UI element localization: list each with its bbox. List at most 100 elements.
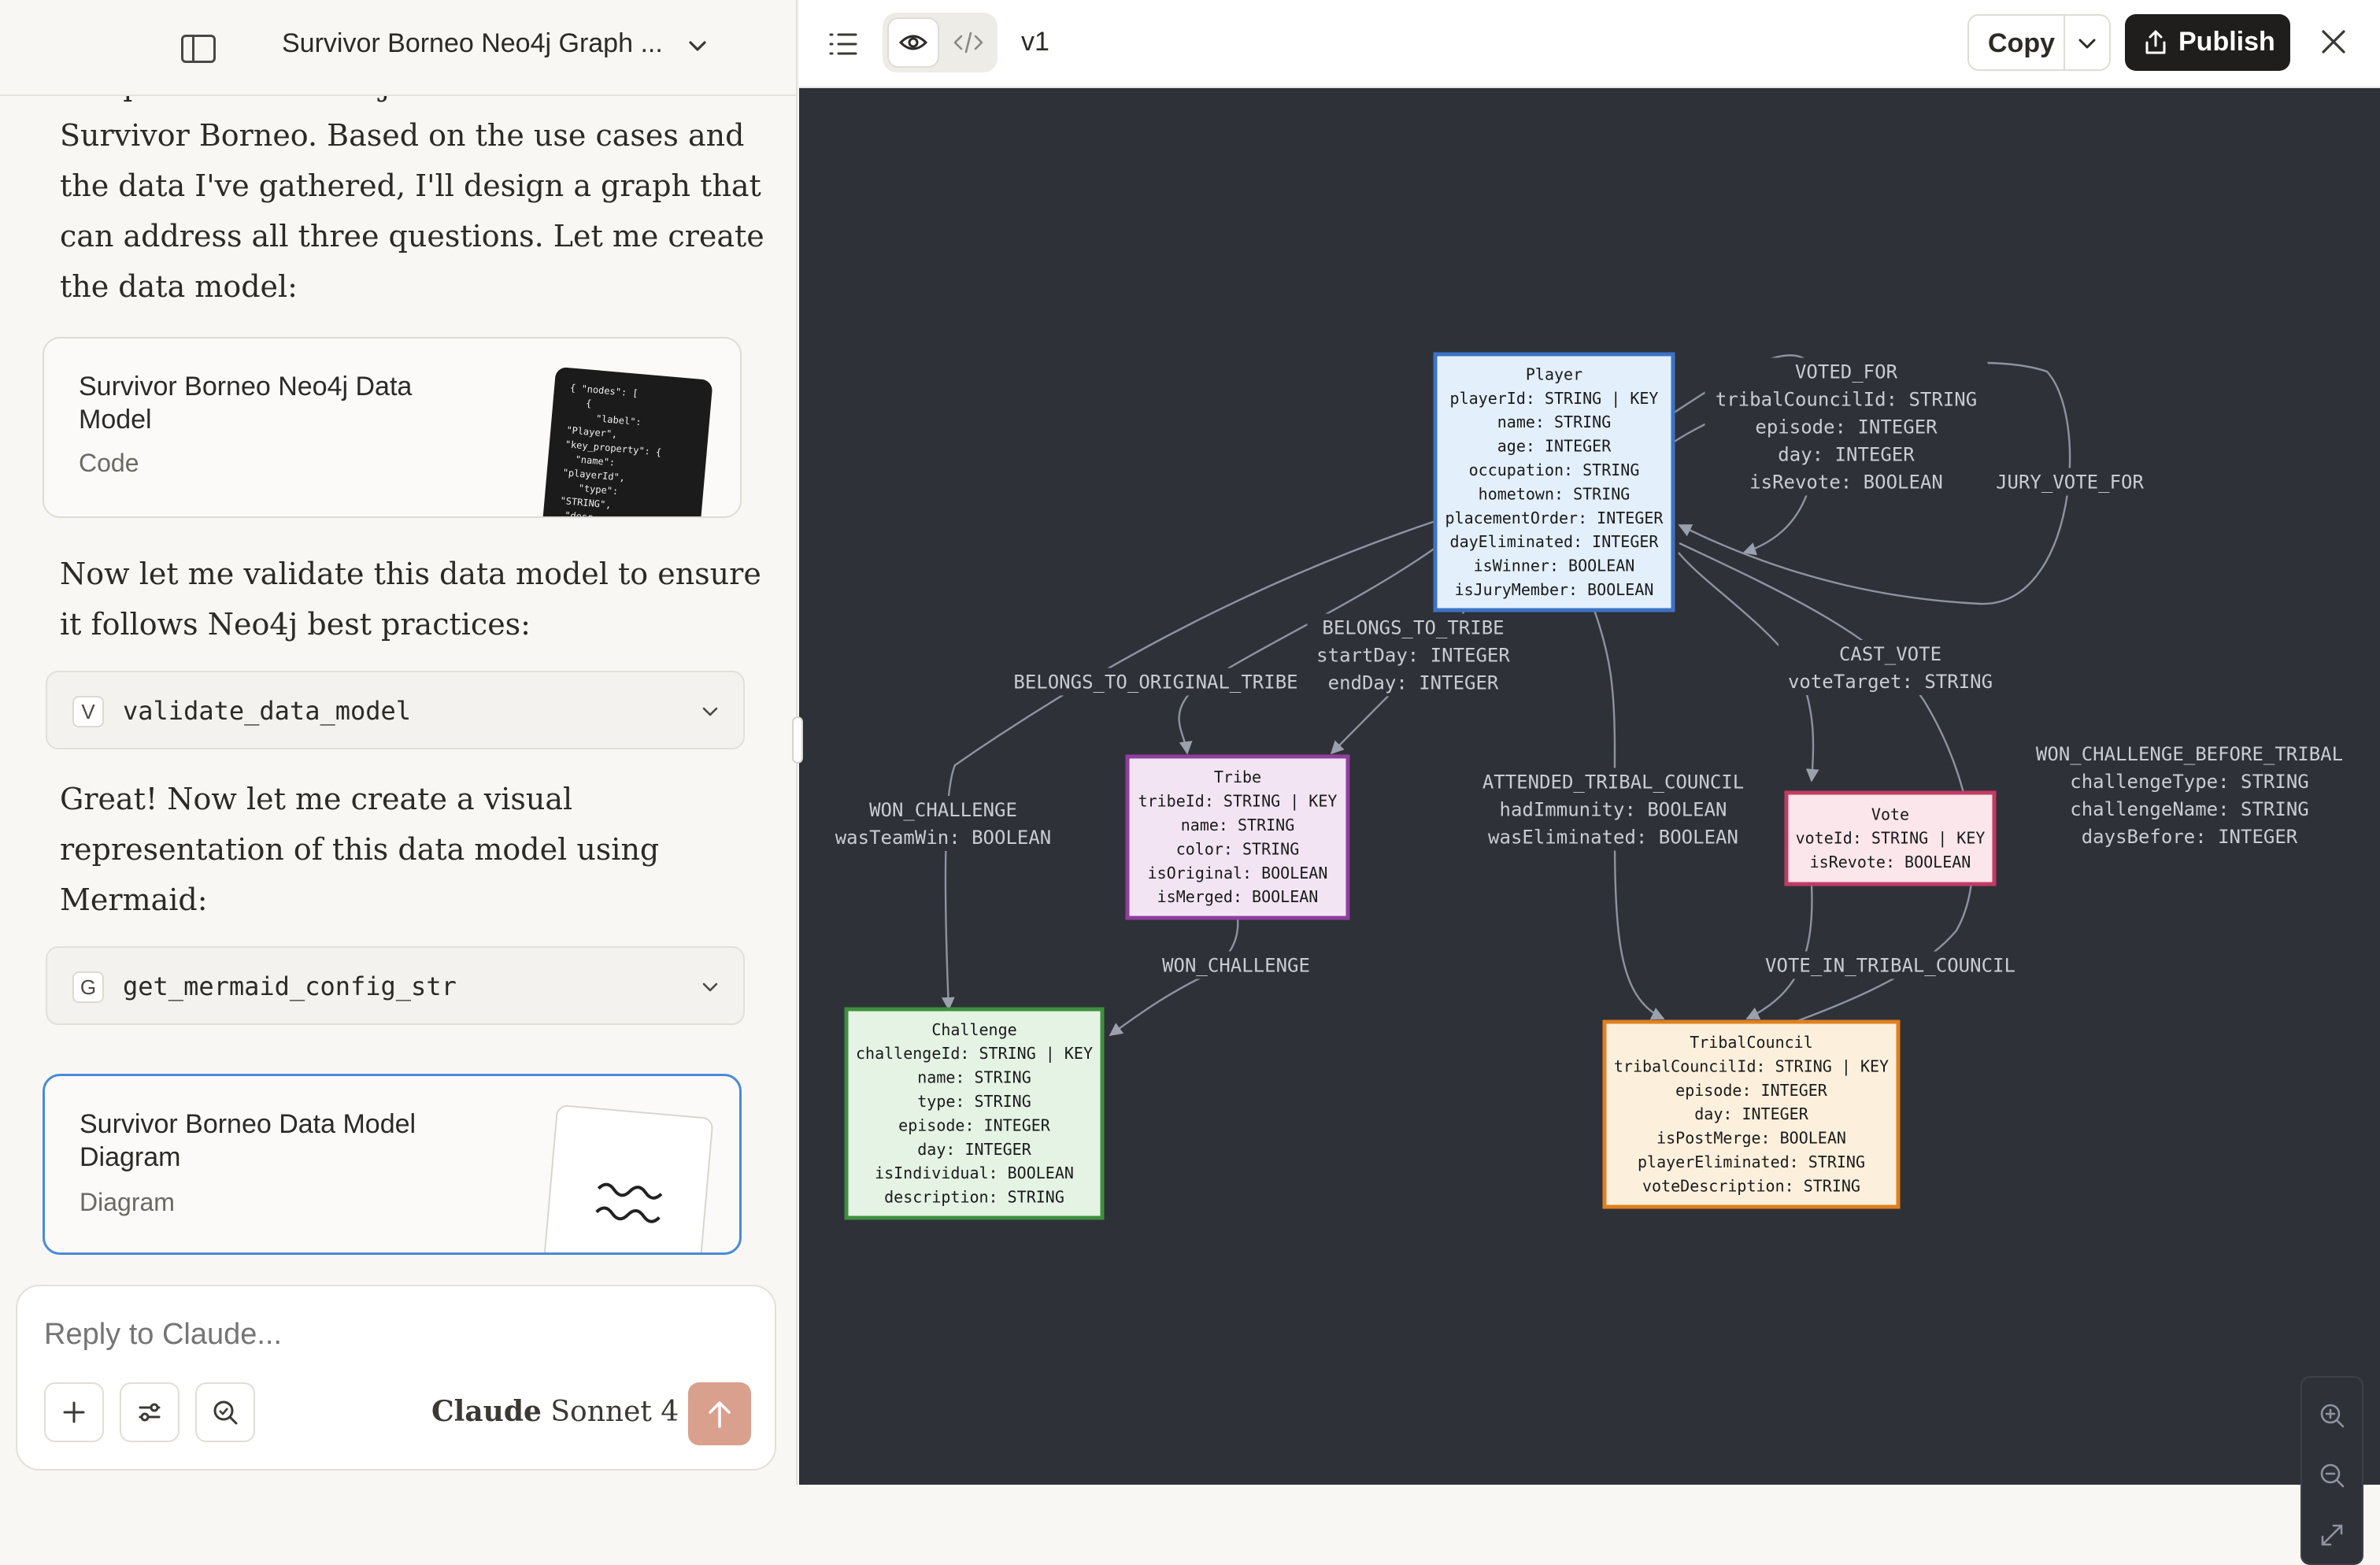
zoom-in-button[interactable]	[2310, 1393, 2354, 1437]
edge-label-property: isRevote: BOOLEAN	[1749, 471, 1943, 493]
assistant-message: Now let me validate this data model to e…	[60, 549, 761, 649]
node-property: challengeId: STRING | KEY	[856, 1044, 1093, 1063]
message-line: Now let me validate this data model to e…	[60, 557, 761, 591]
edge-label-won_before_tribal: WON_CHALLENGE_BEFORE_TRIBALchallengeType…	[2024, 740, 2355, 850]
node-title: Player	[1526, 364, 1582, 383]
chat-panel: Survivor Borneo Neo4j Graph ... comprehe…	[0, 0, 798, 1485]
code-thumbnail: { "nodes": [ { "label": "Player", "key_p…	[540, 366, 713, 516]
list-icon[interactable]	[827, 30, 859, 58]
chevron-down-icon[interactable]	[2076, 35, 2098, 54]
edge-label-won_challenge_tribe: WON_CHALLENGE	[1153, 951, 1319, 979]
edge-label-name: CAST_VOTE	[1839, 643, 1941, 665]
message-line: can address all three questions. Let me …	[60, 219, 764, 253]
edge-label-belongs_to_original: BELONGS_TO_ORIGINAL_TRIBE	[1002, 668, 1309, 696]
message-line: representation of this data model using	[60, 832, 660, 867]
node-box	[1125, 754, 1350, 920]
send-button[interactable]	[688, 1382, 751, 1445]
copy-button[interactable]: Copy	[1988, 28, 2055, 58]
preview-toggle[interactable]	[887, 17, 939, 68]
edge-won-challenge-player	[941, 520, 1436, 1011]
conversation-title[interactable]: Survivor Borneo Neo4j Graph ...	[282, 28, 663, 58]
node-property: name: STRING	[1181, 816, 1295, 834]
arrow-up-icon	[709, 1401, 731, 1428]
node-property: age: INTEGER	[1497, 437, 1612, 456]
node-property: hometown: STRING	[1479, 484, 1630, 503]
node-property: occupation: STRING	[1469, 461, 1640, 479]
sidebar-toggle-icon[interactable]	[181, 35, 216, 63]
chevron-down-icon	[702, 982, 718, 992]
edge-label-name: VOTE_IN_TRIBAL_COUNCIL	[1765, 954, 2015, 976]
tool-name: validate_data_model	[123, 696, 412, 726]
panel-resize-handle[interactable]	[792, 716, 803, 764]
edge-label-name: BELONGS_TO_TRIBE	[1322, 616, 1504, 638]
model-variant: Sonnet 4	[550, 1396, 679, 1428]
code-toggle[interactable]	[944, 17, 993, 68]
fit-view-button[interactable]	[2310, 1513, 2354, 1557]
copy-button-group: Copy	[1967, 14, 2111, 71]
model-selector[interactable]: Claude Sonnet 4	[431, 1395, 705, 1428]
edge-label-name: WON_CHALLENGE	[1162, 954, 1310, 976]
reply-input[interactable]	[44, 1318, 674, 1352]
node-property: isRevote: BOOLEAN	[1810, 853, 1971, 871]
zoom-out-icon	[2320, 1463, 2345, 1488]
edge-label-name: VOTED_FOR	[1795, 361, 1898, 383]
edge-label-property: daysBefore: INTEGER	[2082, 826, 2298, 848]
tool-call-mermaid[interactable]: G get_mermaid_config_str	[46, 946, 745, 1025]
message-line: the data model:	[60, 269, 298, 304]
node-property: tribeId: STRING | KEY	[1138, 792, 1338, 811]
node-box	[844, 1007, 1105, 1220]
publish-button[interactable]: Publish	[2125, 14, 2290, 71]
edge-label-property: challengeName: STRING	[2070, 798, 2308, 820]
tool-call-validate[interactable]: V validate_data_model	[46, 671, 745, 749]
node-title: Vote	[1871, 805, 1909, 823]
edge-label-property: voteTarget: STRING	[1788, 671, 1993, 693]
node-property: voteId: STRING | KEY	[1796, 829, 1986, 848]
node-property: isIndividual: BOOLEAN	[875, 1164, 1074, 1182]
plus-icon	[63, 1401, 85, 1423]
research-button[interactable]	[195, 1382, 255, 1442]
add-button[interactable]	[44, 1382, 104, 1442]
artifact-card-diagram[interactable]: Survivor Borneo Data Model Diagram Diagr…	[43, 1074, 742, 1255]
node-property: playerEliminated: STRING	[1638, 1152, 1865, 1171]
node-property: type: STRING	[917, 1092, 1031, 1111]
edge-label-background	[1779, 640, 2002, 695]
node-property: tribalCouncilId: STRING | KEY	[1614, 1056, 1889, 1075]
node-property: isPostMerge: BOOLEAN	[1656, 1129, 1846, 1148]
artifact-title: Survivor Borneo Data Model Diagram	[80, 1109, 416, 1172]
edge-label-background	[2024, 740, 2355, 850]
artifact-card-code[interactable]: Survivor Borneo Neo4j Data Model Code { …	[43, 337, 742, 518]
edge-label-property: day: INTEGER	[1778, 443, 1915, 465]
edge-label-name: ATTENDED_TRIBAL_COUNCIL	[1482, 771, 1744, 793]
node-vote[interactable]: Vote voteId: STRING | KEY isRevote: BOOLEA…	[1784, 790, 1997, 886]
publish-label: Publish	[2178, 27, 2275, 57]
node-property: voteDescription: STRING	[1642, 1176, 1860, 1195]
tool-letter-badge: V	[72, 696, 104, 727]
edge-label-background	[825, 796, 1061, 851]
chevron-down-icon[interactable]	[687, 35, 709, 57]
assistant-message: Great! Now let me create a visual repres…	[60, 774, 659, 925]
node-property: description: STRING	[884, 1188, 1064, 1207]
share-icon	[2145, 30, 2166, 54]
model-brand: Claude	[431, 1395, 542, 1428]
tools-settings-button[interactable]	[120, 1382, 180, 1442]
sliders-icon	[139, 1403, 161, 1422]
tool-name: get_mermaid_config_str	[123, 971, 457, 1001]
node-property: color: STRING	[1176, 839, 1300, 858]
edge-label-vote_in_tribal: VOTE_IN_TRIBAL_COUNCIL	[1755, 951, 2026, 979]
zoom-out-button[interactable]	[2310, 1453, 2354, 1497]
edge-label-background	[1307, 613, 1519, 697]
assistant-message: comprehensive Neo4j data model for Survi…	[60, 60, 764, 312]
expand-icon	[2321, 1524, 2343, 1546]
close-icon[interactable]	[2319, 27, 2349, 57]
version-label: v1	[1021, 27, 1049, 57]
edge-label-property: wasEliminated: BOOLEAN	[1488, 826, 1738, 848]
